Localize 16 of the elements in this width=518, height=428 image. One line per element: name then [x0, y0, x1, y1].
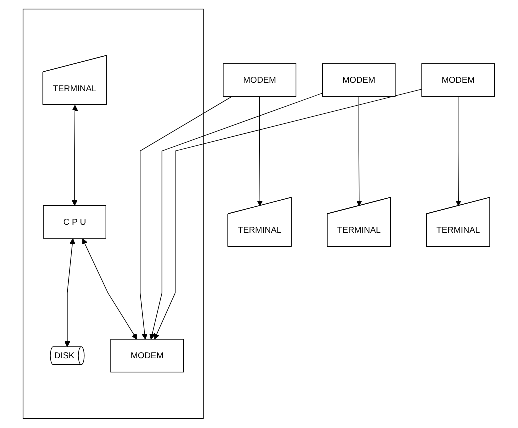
arrow	[72, 105, 78, 206]
arrow	[64, 238, 76, 348]
arrow	[456, 96, 462, 206]
node-box: MODEM	[223, 64, 297, 97]
arrow	[150, 93, 324, 340]
arrow	[140, 96, 233, 340]
arrow	[257, 96, 264, 206]
cluster	[22, 8, 204, 420]
node-box: C P U	[43, 205, 106, 239]
node-box: MODEM	[422, 64, 496, 97]
arrow	[82, 238, 138, 340]
node-box: MODEM	[322, 64, 396, 97]
node-box: MODEM	[110, 339, 184, 373]
arrow	[154, 89, 422, 340]
arrow	[356, 96, 362, 206]
node-text: DISK	[54, 350, 75, 361]
